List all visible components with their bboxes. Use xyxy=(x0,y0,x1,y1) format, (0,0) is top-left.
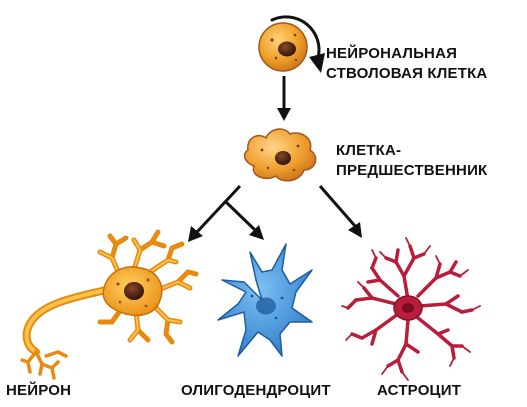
arrow-to-oligodendrocyte xyxy=(226,202,255,230)
progenitor-label: КЛЕТКА- ПРЕДШЕСТВЕННИК xyxy=(336,141,487,181)
oligodendrocyte-cell xyxy=(218,244,312,356)
astrocyte-label: АСТРОЦИТ xyxy=(377,381,461,401)
stem-cell-label-line2: СТВОЛОВАЯ КЛЕТКА xyxy=(326,64,487,84)
progenitor-label-line1: КЛЕТКА- xyxy=(336,141,487,161)
astrocyte-cell xyxy=(342,238,480,380)
progenitor-label-line2: ПРЕДШЕСТВЕННИК xyxy=(336,161,487,181)
stem-cell xyxy=(259,23,307,71)
progenitor-cell xyxy=(245,129,316,181)
neuron-cell xyxy=(22,232,196,378)
oligodendrocyte-label: ОЛИГОДЕНДРОЦИТ xyxy=(181,381,331,401)
stem-cell-label-line1: НЕЙРОНАЛЬНАЯ xyxy=(326,44,487,64)
neuron-label: НЕЙРОН xyxy=(6,381,71,401)
arrow-to-astrocyte xyxy=(320,186,355,226)
stem-cell-label: НЕЙРОНАЛЬНАЯ СТВОЛОВАЯ КЛЕТКА xyxy=(326,44,487,84)
self-renewal-arrowhead xyxy=(309,53,325,73)
